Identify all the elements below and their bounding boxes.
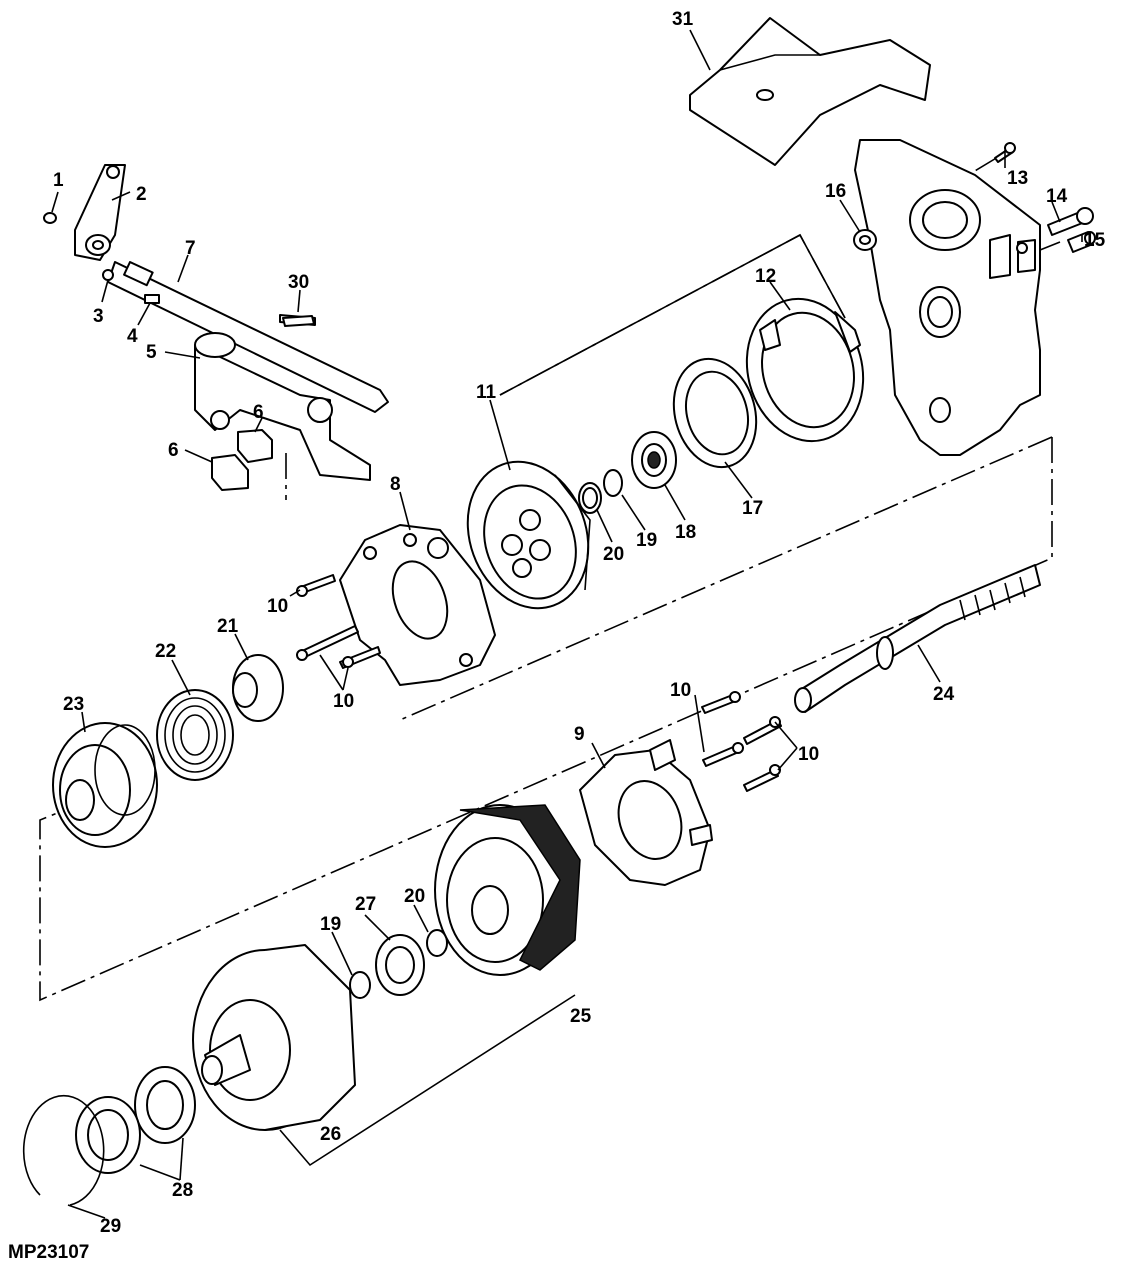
callout-15: 15 (1084, 230, 1106, 251)
shield-plate (689, 17, 931, 166)
callout-19-upper: 19 (636, 530, 657, 551)
callout-14: 14 (1046, 186, 1068, 207)
gasket-ring (672, 357, 758, 469)
snap-ring-lower (349, 971, 371, 999)
callout-20-lower: 20 (404, 886, 425, 907)
callout-6-upper: 6 (253, 402, 264, 423)
callout-labels: 1 2 3 4 5 6 6 7 8 9 10 10 10 10 11 12 13… (53, 9, 1106, 1237)
callout-24: 24 (933, 684, 955, 705)
movable-sheave (52, 722, 158, 848)
set-screw (102, 269, 160, 304)
shim-washer-lower (426, 929, 448, 957)
callout-16: 16 (825, 181, 846, 202)
callout-1: 1 (53, 170, 64, 191)
callout-22: 22 (155, 641, 176, 662)
callout-31: 31 (672, 9, 694, 30)
case-washer (853, 229, 877, 251)
figure-id: MP23107 (8, 1242, 89, 1263)
shim-washer-upper (578, 482, 602, 514)
driven-clutch-spider (579, 739, 713, 886)
roll-pin (282, 315, 315, 327)
input-shaft (794, 564, 1041, 713)
callout-12: 12 (755, 266, 776, 287)
callout-23: 23 (63, 694, 84, 715)
snap-ring-upper (603, 469, 623, 497)
callout-25: 25 (570, 1006, 592, 1027)
retaining-clip (43, 212, 57, 224)
clutch-disc-pack (434, 804, 581, 976)
transmission-case-half (854, 139, 1041, 456)
callout-2: 2 (136, 184, 147, 205)
callout-5: 5 (146, 342, 157, 363)
callout-6-lower: 6 (168, 440, 179, 461)
callout-10-upper-right: 10 (670, 680, 691, 701)
callout-11: 11 (476, 382, 497, 403)
callout-10-upper-left: 10 (267, 596, 288, 617)
callout-21: 21 (217, 616, 239, 637)
callout-8: 8 (390, 474, 401, 495)
callout-30: 30 (288, 272, 309, 293)
shift-fork (194, 332, 371, 481)
callout-9: 9 (574, 724, 585, 745)
callout-10-lower-right: 10 (798, 744, 819, 765)
internal-snap-ring (22, 1094, 105, 1206)
callout-10-lower-left: 10 (333, 691, 354, 712)
case-bolt (1047, 207, 1094, 236)
callout-27: 27 (355, 894, 376, 915)
callout-19-lower: 19 (320, 914, 341, 935)
cap-screws-lower (701, 691, 782, 792)
drive-clutch-spider (339, 524, 496, 686)
dowel-pin (1067, 231, 1096, 253)
clutch-bearings (75, 1066, 196, 1174)
callout-18: 18 (675, 522, 696, 543)
callout-28: 28 (172, 1180, 193, 1201)
callout-3: 3 (93, 306, 104, 327)
callout-17: 17 (742, 498, 763, 519)
callout-29: 29 (100, 1216, 121, 1237)
group-bracket-lines (279, 233, 846, 1167)
callout-7: 7 (185, 238, 196, 259)
shift-arm (74, 164, 126, 261)
bearing-upper (631, 431, 677, 489)
cap-screws-upper (296, 574, 381, 669)
bearing-lower (375, 934, 425, 996)
clutch-spring (156, 689, 234, 781)
callout-leader-lines (51, 29, 1083, 1219)
spring-seat-bushing (232, 654, 284, 722)
primary-clutch-assembly (466, 460, 591, 610)
callout-13: 13 (1007, 168, 1028, 189)
callout-4: 4 (127, 326, 138, 347)
clutch-drum-cover (745, 297, 865, 443)
callout-26: 26 (320, 1124, 341, 1145)
shift-fork-pads (211, 429, 273, 491)
clutch-drum (192, 944, 356, 1131)
case-screw (994, 142, 1016, 163)
callout-20-upper: 20 (603, 544, 624, 565)
